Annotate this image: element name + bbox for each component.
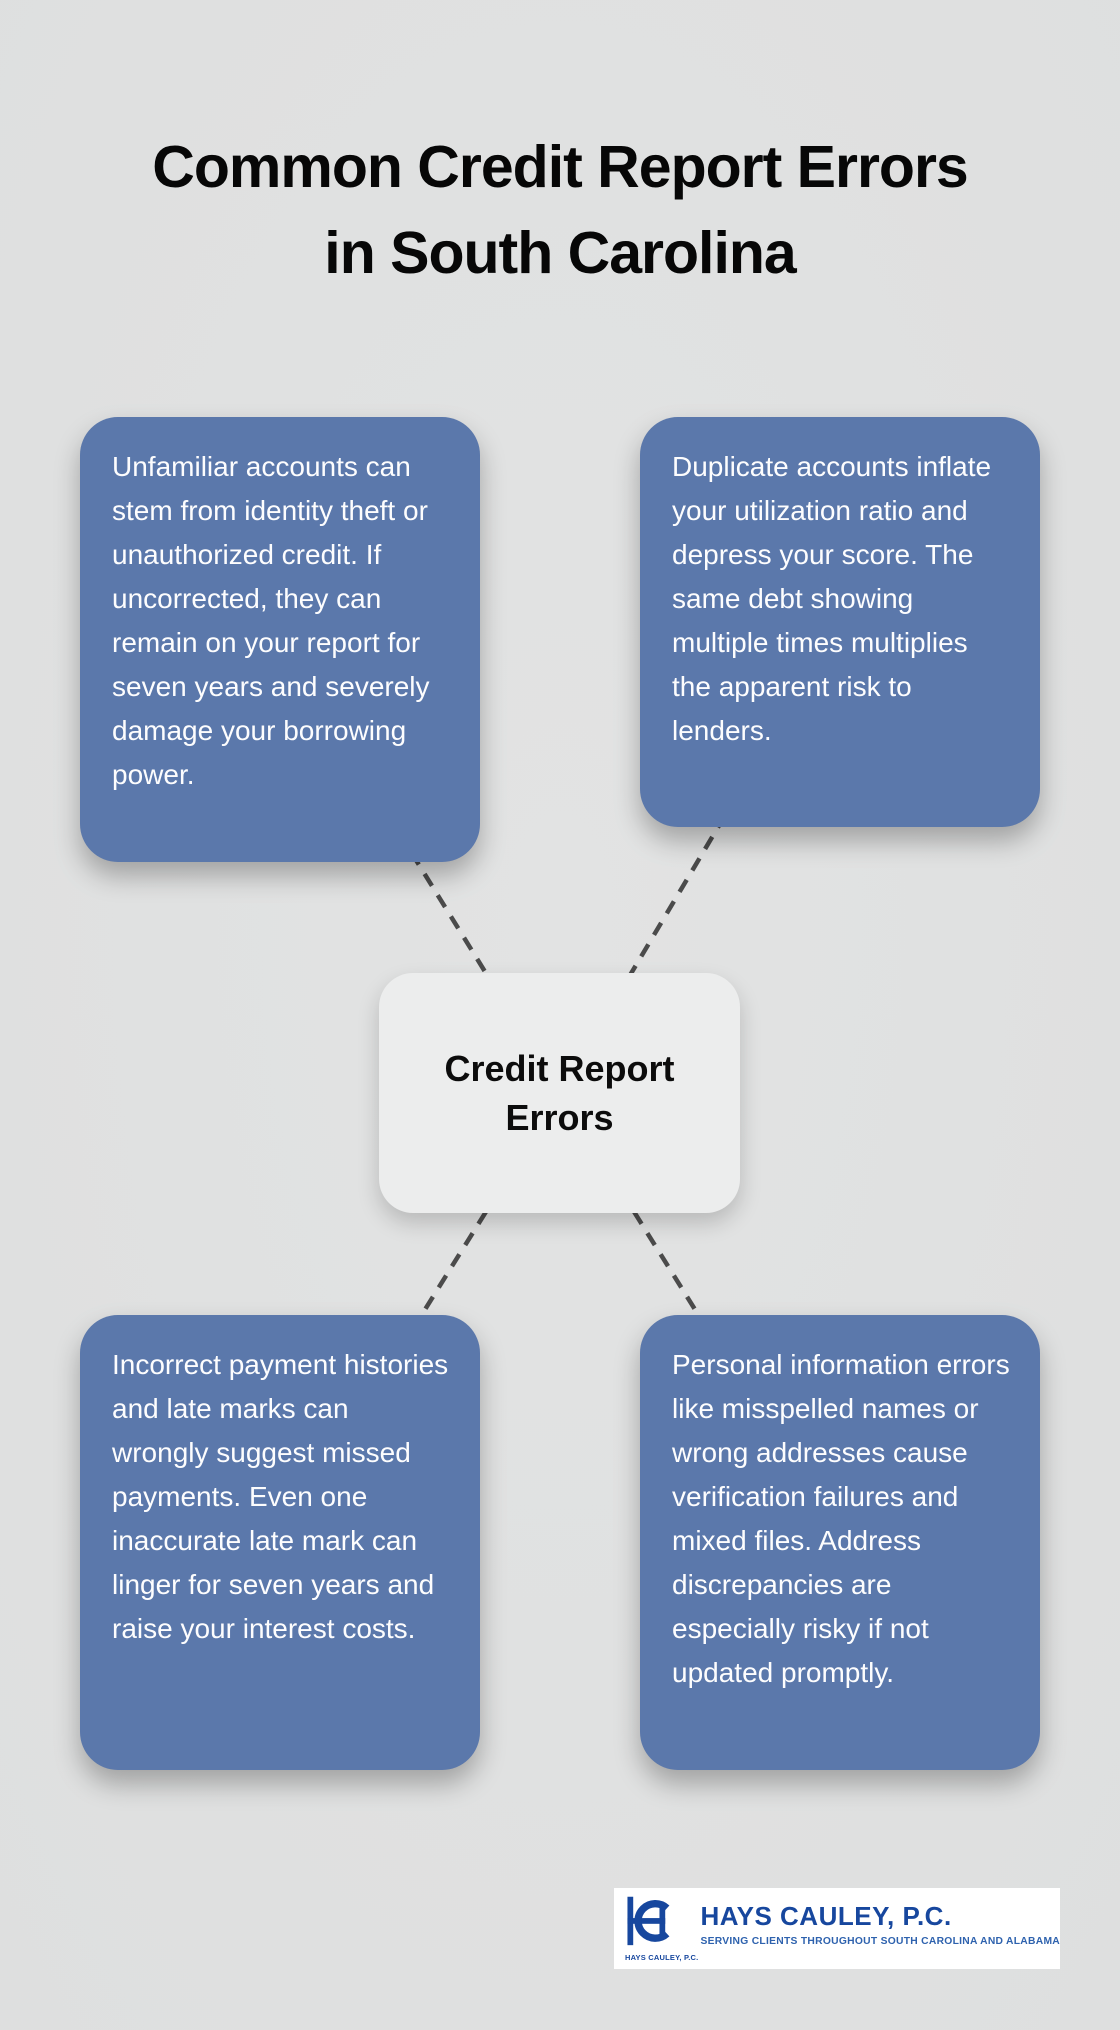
logo-monogram-block: HAYS CAULEY, P.C. (614, 1888, 698, 1962)
page-title-line1: Common Credit Report Errors (152, 133, 968, 200)
logo-text-block: HAYS CAULEY, P.C. SERVING CLIENTS THROUG… (700, 1888, 1060, 1947)
logo-monogram-caption: HAYS CAULEY, P.C. (625, 1953, 699, 1962)
card-text: Incorrect payment histories and late mar… (112, 1349, 449, 1644)
footer-logo: HAYS CAULEY, P.C. HAYS CAULEY, P.C. SERV… (614, 1888, 1060, 1969)
center-node: Credit Report Errors (379, 973, 740, 1213)
card-duplicate-accounts: Duplicate accounts inflate your utilizat… (640, 417, 1040, 827)
logo-tagline: SERVING CLIENTS THROUGHOUT SOUTH CAROLIN… (700, 1936, 1061, 1947)
card-text: Personal information errors like misspel… (672, 1349, 1010, 1688)
page-title: Common Credit Report Errors in South Car… (0, 124, 1120, 296)
card-text: Duplicate accounts inflate your utilizat… (672, 451, 992, 746)
card-incorrect-payment-histories: Incorrect payment histories and late mar… (80, 1315, 480, 1770)
card-personal-information-errors: Personal information errors like misspel… (640, 1315, 1040, 1770)
logo-firm-name: HAYS CAULEY, P.C. (700, 1901, 952, 1931)
card-unfamiliar-accounts: Unfamiliar accounts can stem from identi… (80, 417, 480, 862)
page-title-line2: in South Carolina (324, 219, 796, 286)
center-node-label: Credit Report Errors (444, 1048, 675, 1138)
card-text: Unfamiliar accounts can stem from identi… (112, 451, 430, 790)
hc-monogram-icon (627, 1896, 670, 1946)
